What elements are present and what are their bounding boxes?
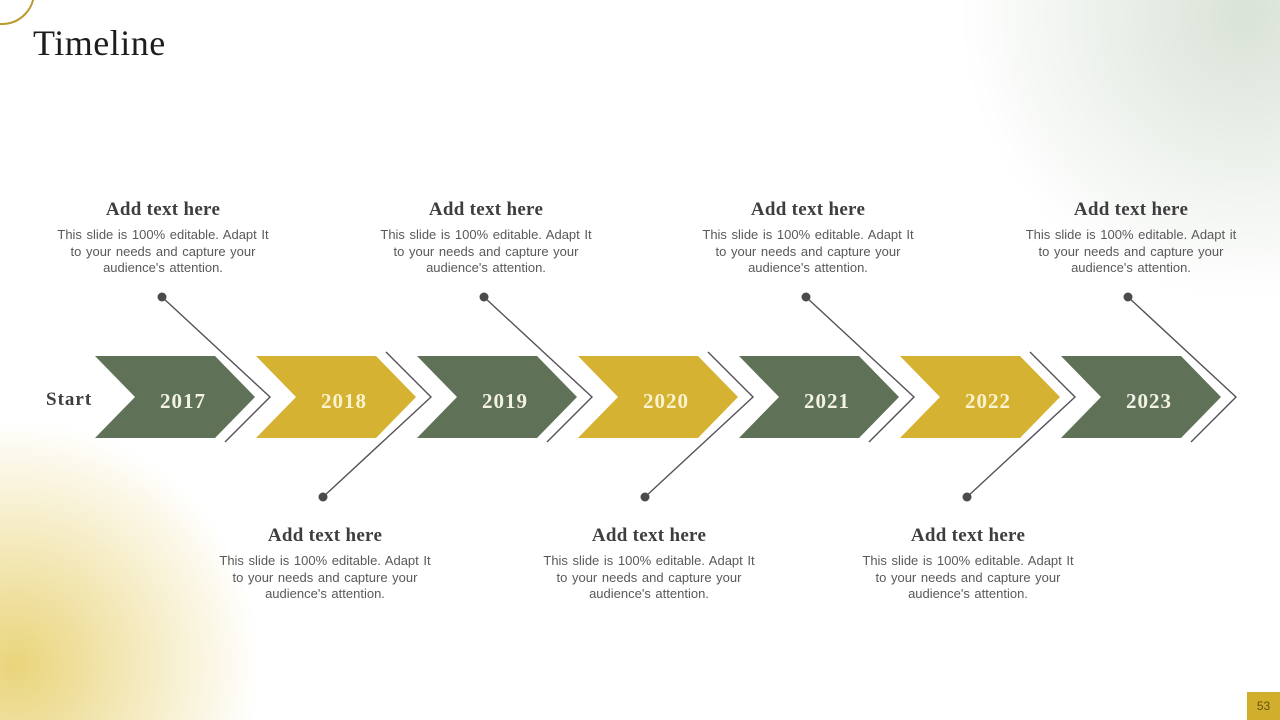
connector-dot-2020 bbox=[640, 492, 650, 502]
page-number: 53 bbox=[1256, 699, 1271, 713]
callout-heading: Add text here bbox=[910, 525, 1026, 546]
callout-body: This slide is 100% editable. Adapt It to… bbox=[702, 227, 914, 276]
connector-dot-2018 bbox=[318, 492, 328, 502]
chevron-2020 bbox=[578, 356, 738, 438]
callout-heading: Add text here bbox=[105, 199, 221, 220]
chevron-2021 bbox=[739, 356, 899, 438]
connector-2022 bbox=[966, 351, 1077, 498]
timeline-start-label: Start bbox=[46, 389, 93, 410]
callout-heading: Add text here bbox=[267, 525, 383, 546]
chevron-2019 bbox=[417, 356, 577, 438]
page-number-box: 53 bbox=[1247, 692, 1280, 720]
callout-body: This slide is 100% editable. Adapt It to… bbox=[543, 553, 755, 602]
corner-ring-icon bbox=[0, 0, 35, 25]
callout-top-2: Add text here This slide is 100% editabl… bbox=[376, 199, 596, 277]
connector-2019 bbox=[483, 296, 594, 443]
callout-top-4: Add text here This slide is 100% editabl… bbox=[1021, 199, 1241, 277]
chevron-2023 bbox=[1061, 356, 1221, 438]
page-title: Timeline bbox=[33, 23, 166, 63]
timeline-graphic: 2017 2018 2019 2020 2021 2022 2023 bbox=[95, 292, 1238, 502]
connector-2021 bbox=[805, 296, 916, 443]
connector-dot-2022 bbox=[962, 492, 972, 502]
connector-dot-2021 bbox=[801, 292, 811, 302]
callout-heading: Add text here bbox=[750, 199, 866, 220]
callout-bottom-1: Add text here This slide is 100% editabl… bbox=[215, 525, 435, 603]
chevron-label-2018: 2018 bbox=[321, 389, 367, 413]
callout-body: This slide is 100% editable. Adapt It to… bbox=[862, 553, 1074, 602]
chevron-2022 bbox=[900, 356, 1060, 438]
callout-body: This slide is 100% editable. Adapt It to… bbox=[57, 227, 269, 276]
callout-body: This slide is 100% editable. Adapt It to… bbox=[219, 553, 431, 602]
callout-top-1: Add text here This slide is 100% editabl… bbox=[53, 199, 273, 277]
callout-heading: Add text here bbox=[428, 199, 544, 220]
callout-body: This slide is 100% editable. Adapt it to… bbox=[1025, 227, 1237, 276]
callout-heading: Add text here bbox=[1073, 199, 1189, 220]
connector-dot-2023 bbox=[1123, 292, 1133, 302]
chevron-2017 bbox=[95, 356, 255, 438]
chevron-2018 bbox=[256, 356, 416, 438]
chevron-label-2020: 2020 bbox=[643, 389, 689, 413]
connector-2017 bbox=[161, 296, 272, 443]
connector-2020 bbox=[644, 351, 755, 498]
chevron-label-2019: 2019 bbox=[482, 389, 528, 413]
callout-body: This slide is 100% editable. Adapt It to… bbox=[380, 227, 592, 276]
chevron-label-2023: 2023 bbox=[1126, 389, 1172, 413]
corner-circle-decoration bbox=[0, 0, 35, 25]
connector-dot-2017 bbox=[157, 292, 167, 302]
chevron-label-2022: 2022 bbox=[965, 389, 1011, 413]
callout-heading: Add text here bbox=[591, 525, 707, 546]
connector-dot-2019 bbox=[479, 292, 489, 302]
callout-bottom-3: Add text here This slide is 100% editabl… bbox=[858, 525, 1078, 603]
connector-2023 bbox=[1127, 296, 1238, 443]
callout-top-3: Add text here This slide is 100% editabl… bbox=[698, 199, 918, 277]
chevron-label-2017: 2017 bbox=[160, 389, 206, 413]
chevron-label-2021: 2021 bbox=[804, 389, 850, 413]
connector-2018 bbox=[322, 351, 433, 498]
callout-bottom-2: Add text here This slide is 100% editabl… bbox=[539, 525, 759, 603]
